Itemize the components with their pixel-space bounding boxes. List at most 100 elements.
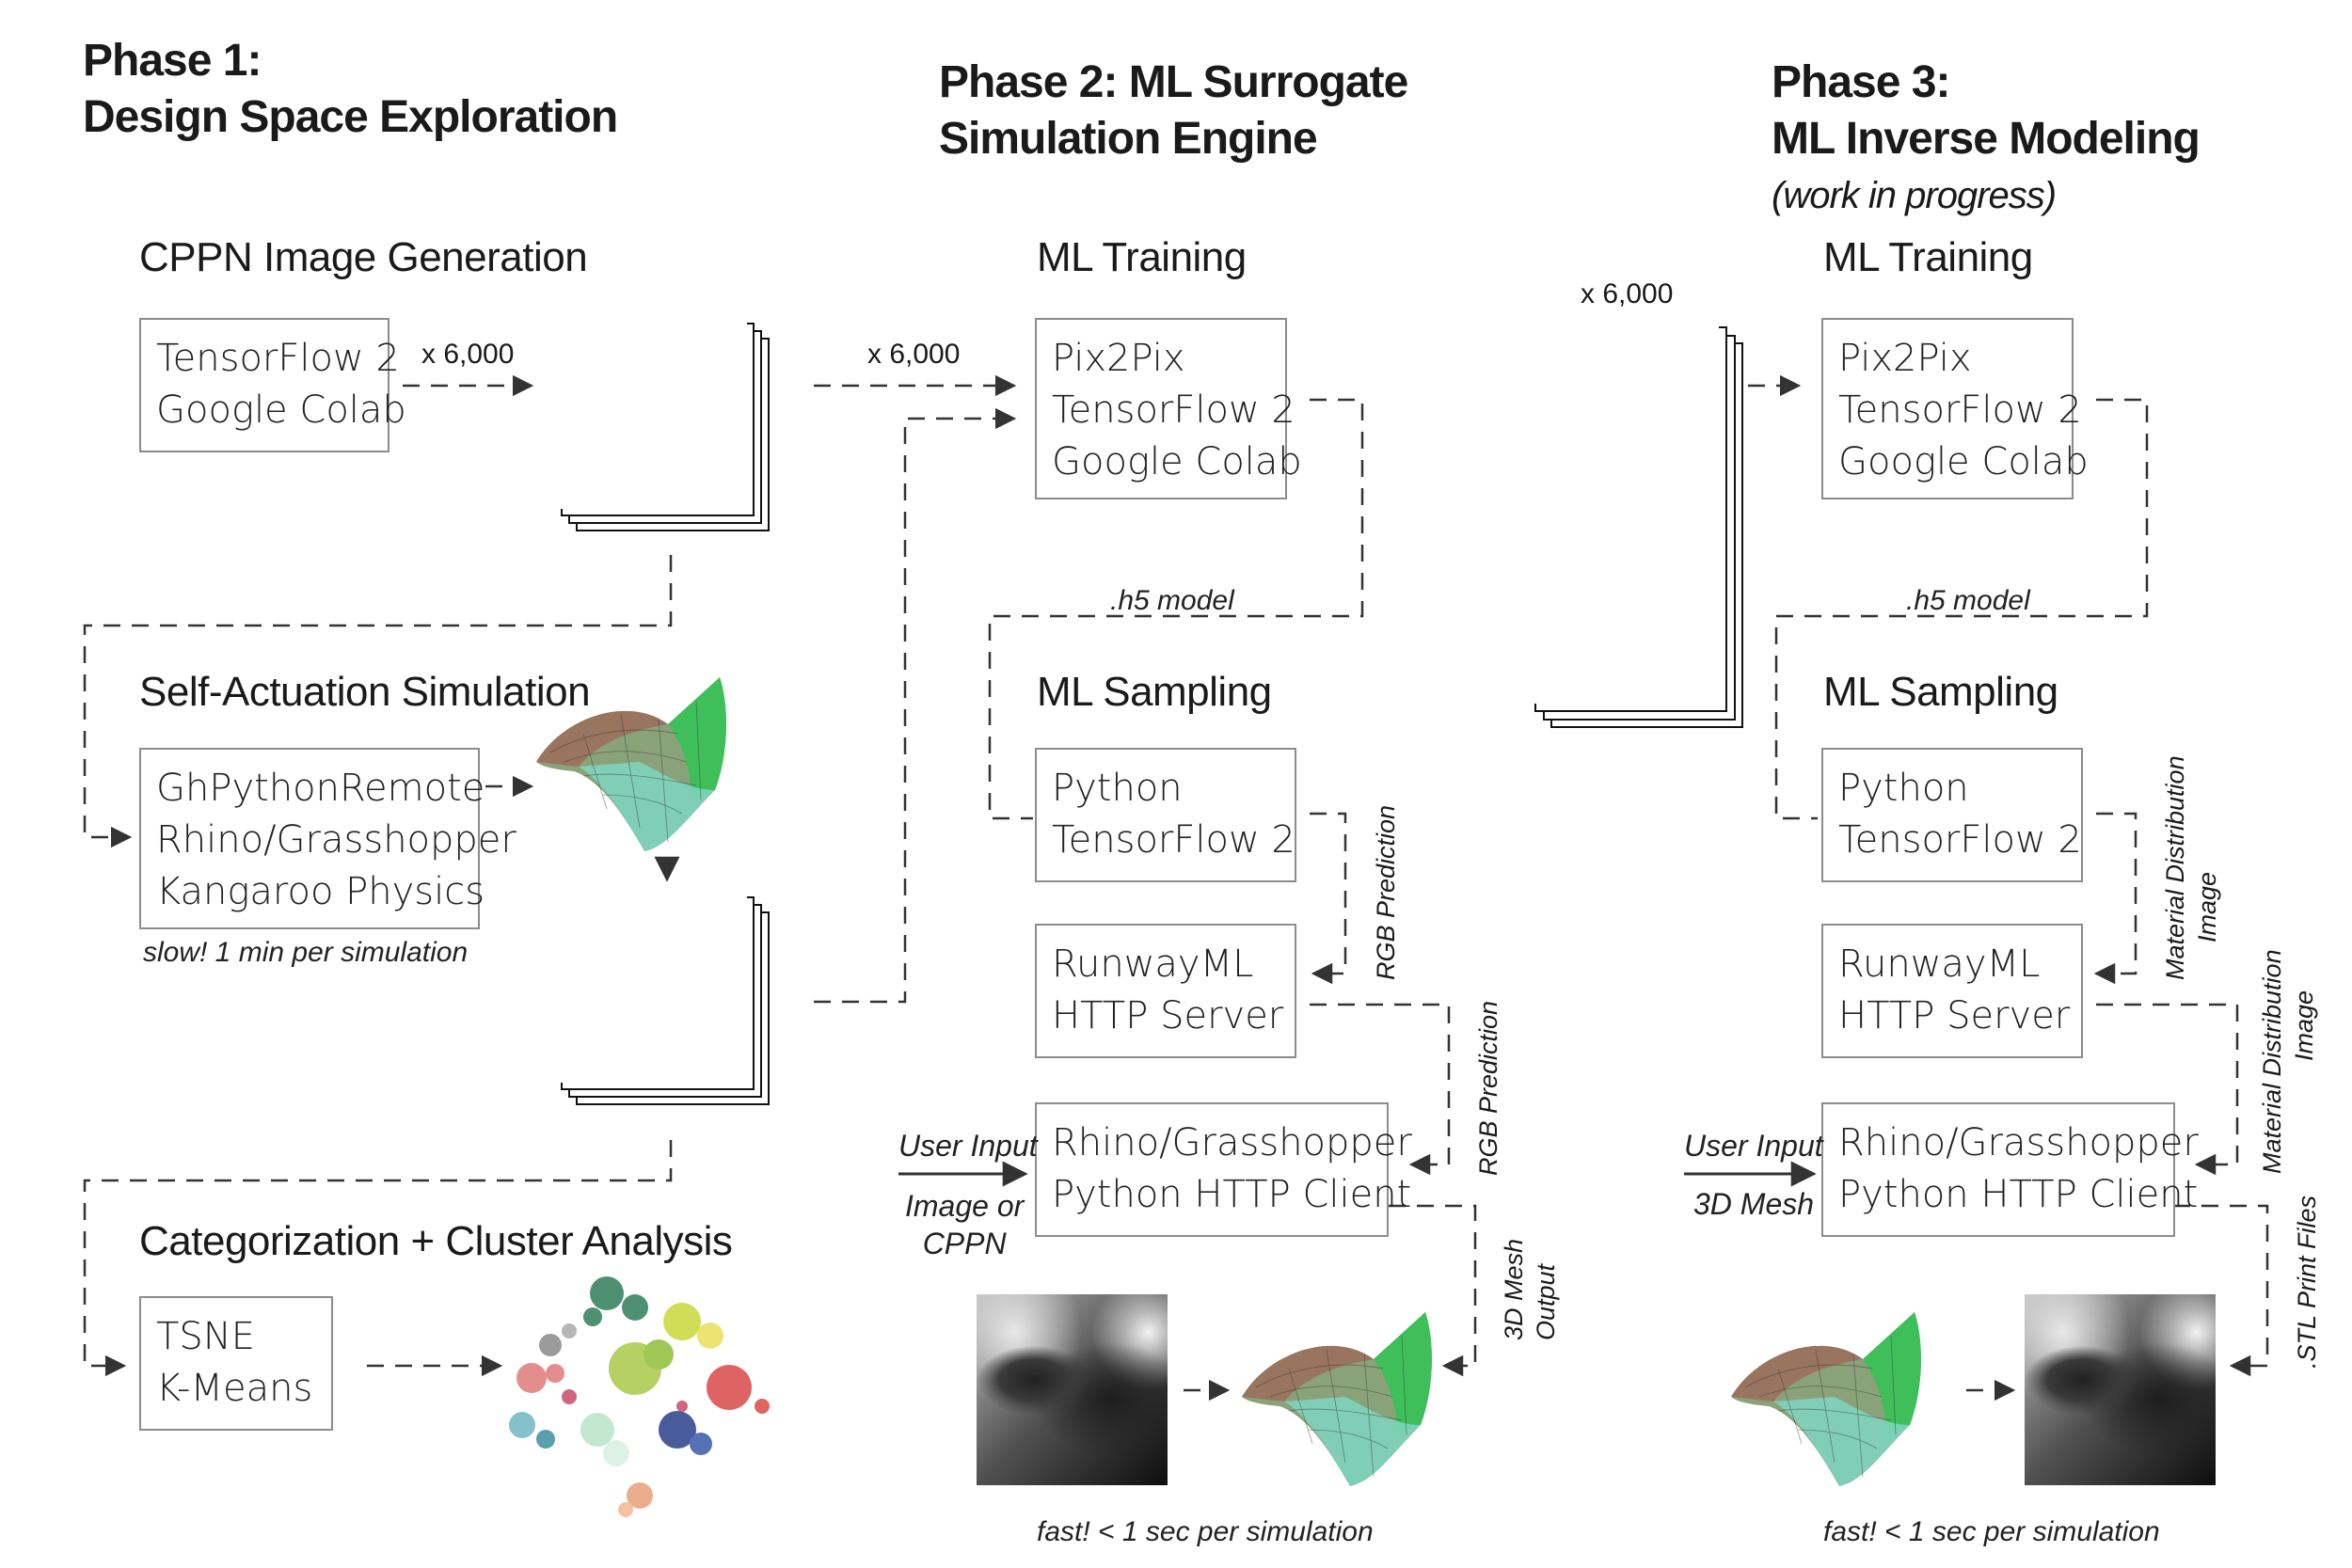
phase3-status: (work in progress) — [1772, 175, 2057, 216]
line-client-to-mesh — [1389, 1204, 1477, 1377]
phase2-input-image — [977, 1294, 1168, 1485]
line-rgb-to-training — [814, 407, 1017, 1004]
phase1-heading: Phase 1: Design Space Exploration — [83, 33, 618, 146]
line-client-to-image-3 — [2173, 1204, 2269, 1377]
phase3-output-image — [2025, 1294, 2216, 1485]
sim-tool-box: GhPythonRemote Rhino/Grasshopper Kangaro… — [139, 748, 516, 929]
tool-label: TSNE — [156, 1315, 256, 1358]
tool-label: GhPythonRemote — [156, 767, 485, 810]
tool-label: Kangaroo Physics — [156, 870, 485, 913]
line-training-to-sampling-3 — [1774, 398, 2149, 820]
line-runway-to-client-3 — [2096, 1003, 2239, 1176]
mesh-output-line: Output — [1532, 1263, 1560, 1340]
phase2-runway-box: RunwayML HTTP Server — [1035, 924, 1296, 1058]
phase3-stl-label: .STL Print Files — [2293, 1195, 2321, 1369]
tool-label: Python — [1052, 767, 1183, 810]
phase2-mesh-output-label: 3D Mesh Output — [1498, 1239, 1562, 1340]
phase3-speed-note: fast! < 1 sec per simulation — [1823, 1516, 2160, 1547]
tool-label: RunwayML — [1052, 942, 1254, 986]
tool-label: Rhino/Grasshopper — [1052, 1121, 1412, 1164]
tool-label: HTTP Server — [1052, 994, 1284, 1037]
phase3-count-label: x 6,000 — [1581, 278, 1674, 309]
phase3-input-surface-icon — [1731, 1312, 1921, 1486]
line-rgb-to-cluster — [83, 1140, 673, 1377]
tool-label: Pix2Pix — [1052, 337, 1185, 380]
tool-label: TensorFlow 2 — [1838, 388, 2082, 432]
phase3-bw-image — [1526, 511, 1719, 704]
line-images-to-sim — [83, 555, 673, 848]
tool-label: Python — [1838, 767, 1969, 810]
input-type-line: CPPN — [922, 1227, 1007, 1260]
cluster-section-title: Categorization + Cluster Analysis — [139, 1218, 733, 1264]
cluster-tool-box: TSNE K-Means — [139, 1296, 333, 1431]
tool-label: Rhino/Grasshopper — [156, 818, 516, 862]
phase2-output-surface-icon — [1242, 1312, 1432, 1486]
phase2-sampling-title: ML Sampling — [1037, 669, 1272, 715]
line-runway-to-client — [1310, 1003, 1451, 1176]
phase2-model-label: .h5 model — [1110, 585, 1234, 616]
phase3-material-label-2: Material Distribution Image — [2256, 949, 2320, 1174]
phase2-title: Simulation Engine — [939, 114, 1318, 164]
phase2-input-type: Image or CPPN — [905, 1187, 1024, 1262]
tool-label: Python HTTP Client — [1838, 1173, 2199, 1216]
tool-label: Google Colab — [1838, 440, 2089, 483]
material-line: Material Distribution — [2161, 755, 2189, 980]
cppn-tool-box: TensorFlow 2 Google Colab — [139, 318, 406, 452]
line-training-to-sampling — [988, 398, 1364, 820]
phase3-client-box: Rhino/Grasshopper Python HTTP Client — [1821, 1102, 2199, 1237]
line-sampling-to-runway-3 — [2093, 812, 2137, 985]
phase1-label: Phase 1: — [83, 36, 262, 86]
material-line: Image — [2193, 871, 2221, 942]
rgb-image — [553, 889, 747, 1083]
sim-section-title: Self-Actuation Simulation — [139, 669, 591, 715]
line-sampling-to-runway — [1310, 812, 1347, 985]
phase2-heading: Phase 2: ML Surrogate Simulation Engine — [939, 55, 1408, 167]
material-line: Image — [2290, 990, 2318, 1061]
rgb-image-stack — [553, 889, 771, 1107]
tool-label: TensorFlow 2 — [156, 337, 400, 380]
phase3-label: Phase 3: — [1772, 57, 1950, 107]
phase3-training-title: ML Training — [1823, 234, 2033, 280]
phase3-title: ML Inverse Modeling — [1772, 114, 2201, 164]
phase2-label: Phase 2: ML Surrogate — [939, 57, 1408, 107]
tsne-scatter-icon — [509, 1276, 770, 1517]
cppn-image — [553, 315, 747, 509]
phase2-sampling-box: Python TensorFlow 2 — [1035, 748, 1296, 882]
tool-label: Google Colab — [1052, 440, 1302, 483]
phase3-material-label-1: Material Distribution Image — [2159, 755, 2223, 980]
tool-label: Google Colab — [156, 388, 406, 432]
phase3-model-label: .h5 model — [1906, 585, 2030, 616]
phase3-heading: Phase 3: ML Inverse Modeling (work in pr… — [1772, 55, 2201, 224]
mesh-output-line: 3D Mesh — [1500, 1238, 1528, 1340]
phase1-title: Design Space Exploration — [83, 92, 618, 142]
input-type-line: Image or — [905, 1189, 1025, 1223]
cppn-section-title: CPPN Image Generation — [139, 234, 588, 280]
phase3-sampling-box: Python TensorFlow 2 — [1821, 748, 2083, 882]
cppn-image-stack — [553, 315, 771, 533]
tool-label: TensorFlow 2 — [1052, 388, 1295, 432]
tool-label: TensorFlow 2 — [1838, 818, 2082, 862]
phase3-user-input-label: User Input — [1684, 1129, 1823, 1163]
deformed-surface-icon — [536, 677, 726, 851]
phase3-training-box: Pix2Pix TensorFlow 2 Google Colab — [1821, 318, 2089, 499]
tool-label: Python HTTP Client — [1052, 1173, 1412, 1216]
phase2-client-box: Rhino/Grasshopper Python HTTP Client — [1035, 1102, 1412, 1237]
tool-label: RunwayML — [1838, 942, 2041, 986]
phase3-runway-box: RunwayML HTTP Server — [1821, 924, 2083, 1058]
tool-label: K-Means — [156, 1367, 313, 1410]
material-line: Material Distribution — [2258, 949, 2286, 1174]
phase2-user-input-label: User Input — [898, 1129, 1038, 1163]
phase2-rgb-prediction-label-1: RGB Prediction — [1372, 804, 1400, 980]
phase3-sampling-title: ML Sampling — [1823, 669, 2058, 715]
phase2-count-label: x 6,000 — [867, 339, 961, 370]
phase2-rgb-prediction-label-2: RGB Prediction — [1474, 1000, 1502, 1176]
tool-label: Rhino/Grasshopper — [1838, 1121, 2199, 1164]
tool-label: Pix2Pix — [1838, 337, 1972, 380]
phase2-training-box: Pix2Pix TensorFlow 2 Google Colab — [1035, 318, 1302, 499]
sim-speed-note: slow! 1 min per simulation — [143, 937, 469, 968]
phase3-input-type: 3D Mesh — [1693, 1187, 1815, 1221]
tool-label: HTTP Server — [1838, 994, 2071, 1037]
phase3-rgb-image — [1526, 318, 1719, 511]
phase2-training-title: ML Training — [1037, 234, 1247, 280]
